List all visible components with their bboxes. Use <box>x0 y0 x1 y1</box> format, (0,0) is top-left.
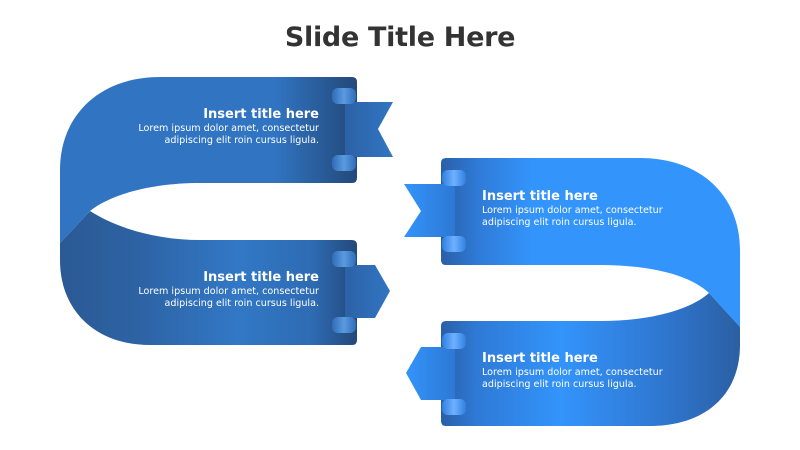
item-3-title: Insert title here <box>482 189 598 204</box>
item-4-textblock: Insert title here Lorem ipsum dolor amet… <box>482 351 702 391</box>
item-2-line2: adipiscing elit roin cursus ligula. <box>164 298 319 309</box>
right-ribbon-lower <box>441 293 740 426</box>
item-1-title: Insert title here <box>203 107 319 122</box>
item-3-line2: adipiscing elit roin cursus ligula. <box>482 217 637 228</box>
item-2-title: Insert title here <box>203 270 319 285</box>
flag-tail-3 <box>404 170 466 252</box>
arrow-tail-2 <box>332 251 390 333</box>
item-2-textblock: Insert title here Lorem ipsum dolor amet… <box>120 270 319 310</box>
item-1-line2: adipiscing elit roin cursus ligula. <box>164 135 319 146</box>
item-3-line1: Lorem ipsum dolor amet, consectetur <box>482 205 663 216</box>
item-3-textblock: Insert title here Lorem ipsum dolor amet… <box>482 189 702 229</box>
left-ribbon-upper <box>60 77 357 243</box>
right-ribbon-upper <box>441 158 740 327</box>
item-4-title: Insert title here <box>482 351 598 366</box>
item-4-line2: adipiscing elit roin cursus ligula. <box>482 379 637 390</box>
item-1-textblock: Insert title here Lorem ipsum dolor amet… <box>120 107 319 147</box>
item-2-line1: Lorem ipsum dolor amet, consectetur <box>138 286 319 297</box>
item-4-line1: Lorem ipsum dolor amet, consectetur <box>482 367 663 378</box>
left-ribbon-lower <box>60 211 357 345</box>
arrow-tail-4 <box>406 333 466 415</box>
flag-tail-1 <box>332 88 393 171</box>
item-1-line1: Lorem ipsum dolor amet, consectetur <box>138 123 319 134</box>
slide-title: Slide Title Here <box>284 22 516 53</box>
